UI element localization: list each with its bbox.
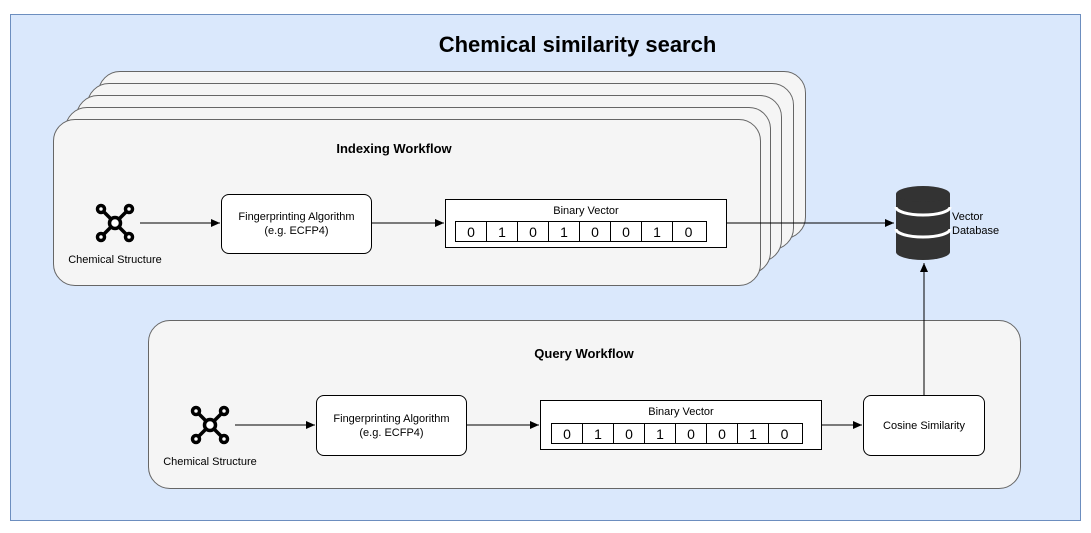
indexing-vector-bit: 0: [456, 222, 487, 241]
indexing-vector-bit: 1: [549, 222, 580, 241]
cosine-similarity-box[interactable]: Cosine Similarity: [863, 395, 985, 456]
indexing-vector-label: Binary Vector: [553, 205, 619, 217]
query-vector-bit: 0: [707, 424, 738, 443]
vector-database-label: Vector Database: [952, 210, 1012, 238]
indexing-vector-bit: 0: [580, 222, 611, 241]
query-vector-bit: 0: [614, 424, 645, 443]
query-vector-bit: 1: [583, 424, 614, 443]
indexing-vector-bit: 0: [611, 222, 642, 241]
query-fingerprint-line2: (e.g. ECFP4): [359, 426, 424, 439]
diagram-title: Chemical similarity search: [438, 32, 717, 57]
query-vector-bit: 0: [552, 424, 583, 443]
indexing-fingerprint-box[interactable]: Fingerprinting Algorithm (e.g. ECFP4): [221, 194, 372, 254]
cosine-similarity-label: Cosine Similarity: [883, 419, 965, 432]
indexing-vector-bit: 0: [684, 223, 693, 240]
vector-database-line2: Database: [952, 225, 1000, 237]
query-fingerprint-line1: Fingerprinting Algorithm: [333, 412, 450, 425]
molecule-icon: [190, 405, 230, 445]
query-vector-bit: 0: [676, 424, 707, 443]
query-workflow-title: Query Workflow: [534, 346, 634, 361]
query-vector-bit: 1: [738, 424, 769, 443]
indexing-fingerprint-line1: Fingerprinting Algorithm: [238, 211, 355, 223]
query-fingerprint-box[interactable]: Fingerprinting Algorithm (e.g. ECFP4): [316, 395, 467, 456]
query-vector-label: Binary Vector: [648, 406, 714, 418]
molecule-icon: [95, 203, 135, 243]
indexing-structure-label: Chemical Structure: [68, 254, 162, 266]
vector-database-line1: Vector: [952, 211, 984, 223]
query-vector-bit: 0: [780, 425, 789, 442]
indexing-fingerprint-line2: (e.g. ECFP4): [264, 225, 329, 237]
database-icon: [894, 186, 952, 260]
indexing-workflow-title: Indexing Workflow: [336, 141, 452, 156]
query-structure-label: Chemical Structure: [163, 456, 257, 468]
query-vector-bit: 1: [645, 424, 676, 443]
indexing-vector-bit: 1: [487, 222, 518, 241]
indexing-vector-bit: 1: [642, 222, 673, 241]
indexing-vector-bit: 0: [518, 222, 549, 241]
